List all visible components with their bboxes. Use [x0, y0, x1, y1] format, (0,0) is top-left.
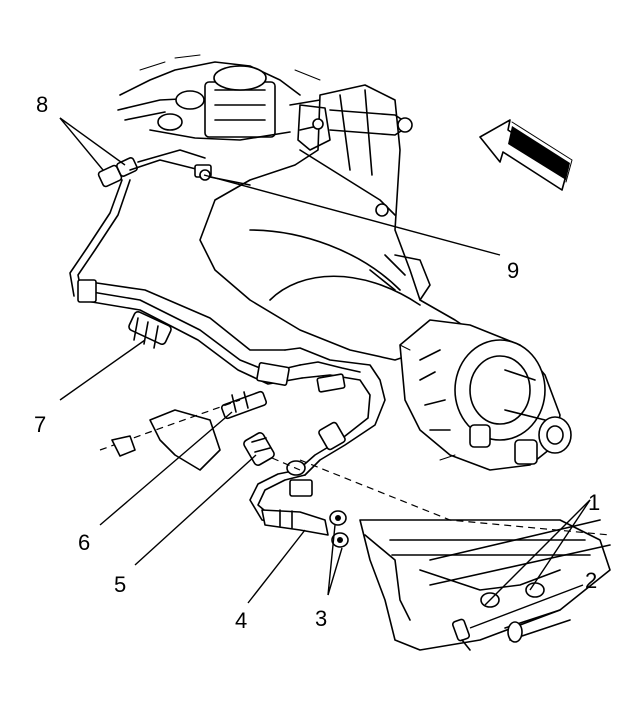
transmission-case	[199, 84, 471, 361]
callout-5: 5	[114, 572, 126, 597]
callout-8: 8	[36, 92, 48, 117]
small-parts	[99, 169, 471, 651]
callout-7: 7	[34, 412, 46, 437]
callout-4: 4	[235, 608, 247, 633]
extension-housing	[399, 319, 572, 471]
frame-rail	[299, 459, 611, 651]
callout-3: 3	[315, 606, 327, 631]
cooler-line-fitting-5	[243, 432, 306, 476]
leader-lines	[59, 117, 591, 629]
callout-1: 1	[588, 490, 600, 515]
cooler-line-fitting-7	[128, 311, 172, 349]
front-direction-arrow-icon	[479, 119, 573, 191]
callout-6: 6	[78, 530, 90, 555]
callout-2: 2	[585, 568, 597, 593]
retainer-nuts-3	[329, 510, 349, 548]
callout-labels: 8 9 7 6 5 4 3 2 1	[34, 92, 600, 633]
cooler-line-fitting-6	[220, 390, 268, 420]
cooler-line-clamp-4	[261, 509, 329, 536]
plug-2	[451, 618, 471, 651]
callout-9: 9	[507, 258, 519, 283]
